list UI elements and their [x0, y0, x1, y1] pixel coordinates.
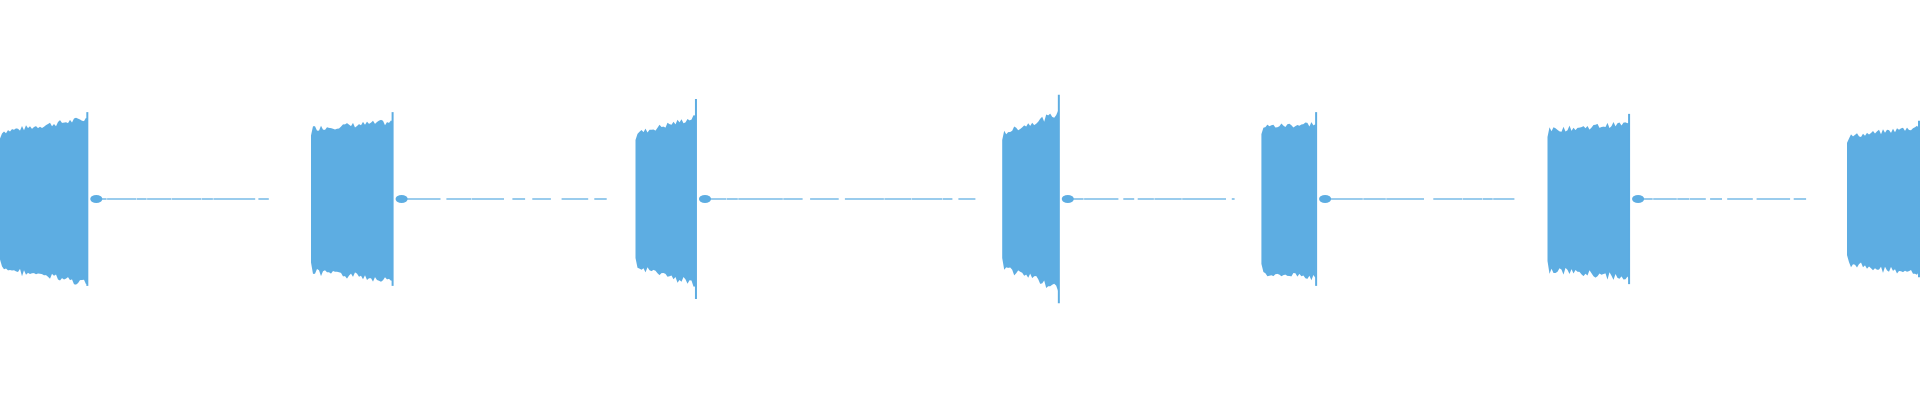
waveform-blip — [1061, 195, 1074, 203]
waveform-burst — [1261, 122, 1316, 281]
waveform-burst — [635, 115, 696, 287]
waveform-burst — [0, 117, 88, 285]
waveform-burst — [311, 119, 393, 282]
waveform-burst — [1547, 121, 1630, 281]
waveform-blip — [1319, 195, 1332, 203]
waveform-blip — [699, 195, 711, 203]
waveform-blip — [395, 195, 408, 203]
waveform-blip — [1632, 195, 1645, 203]
waveform-burst — [1002, 110, 1059, 292]
waveform-burst — [1847, 125, 1919, 275]
waveform-blip — [90, 195, 103, 203]
